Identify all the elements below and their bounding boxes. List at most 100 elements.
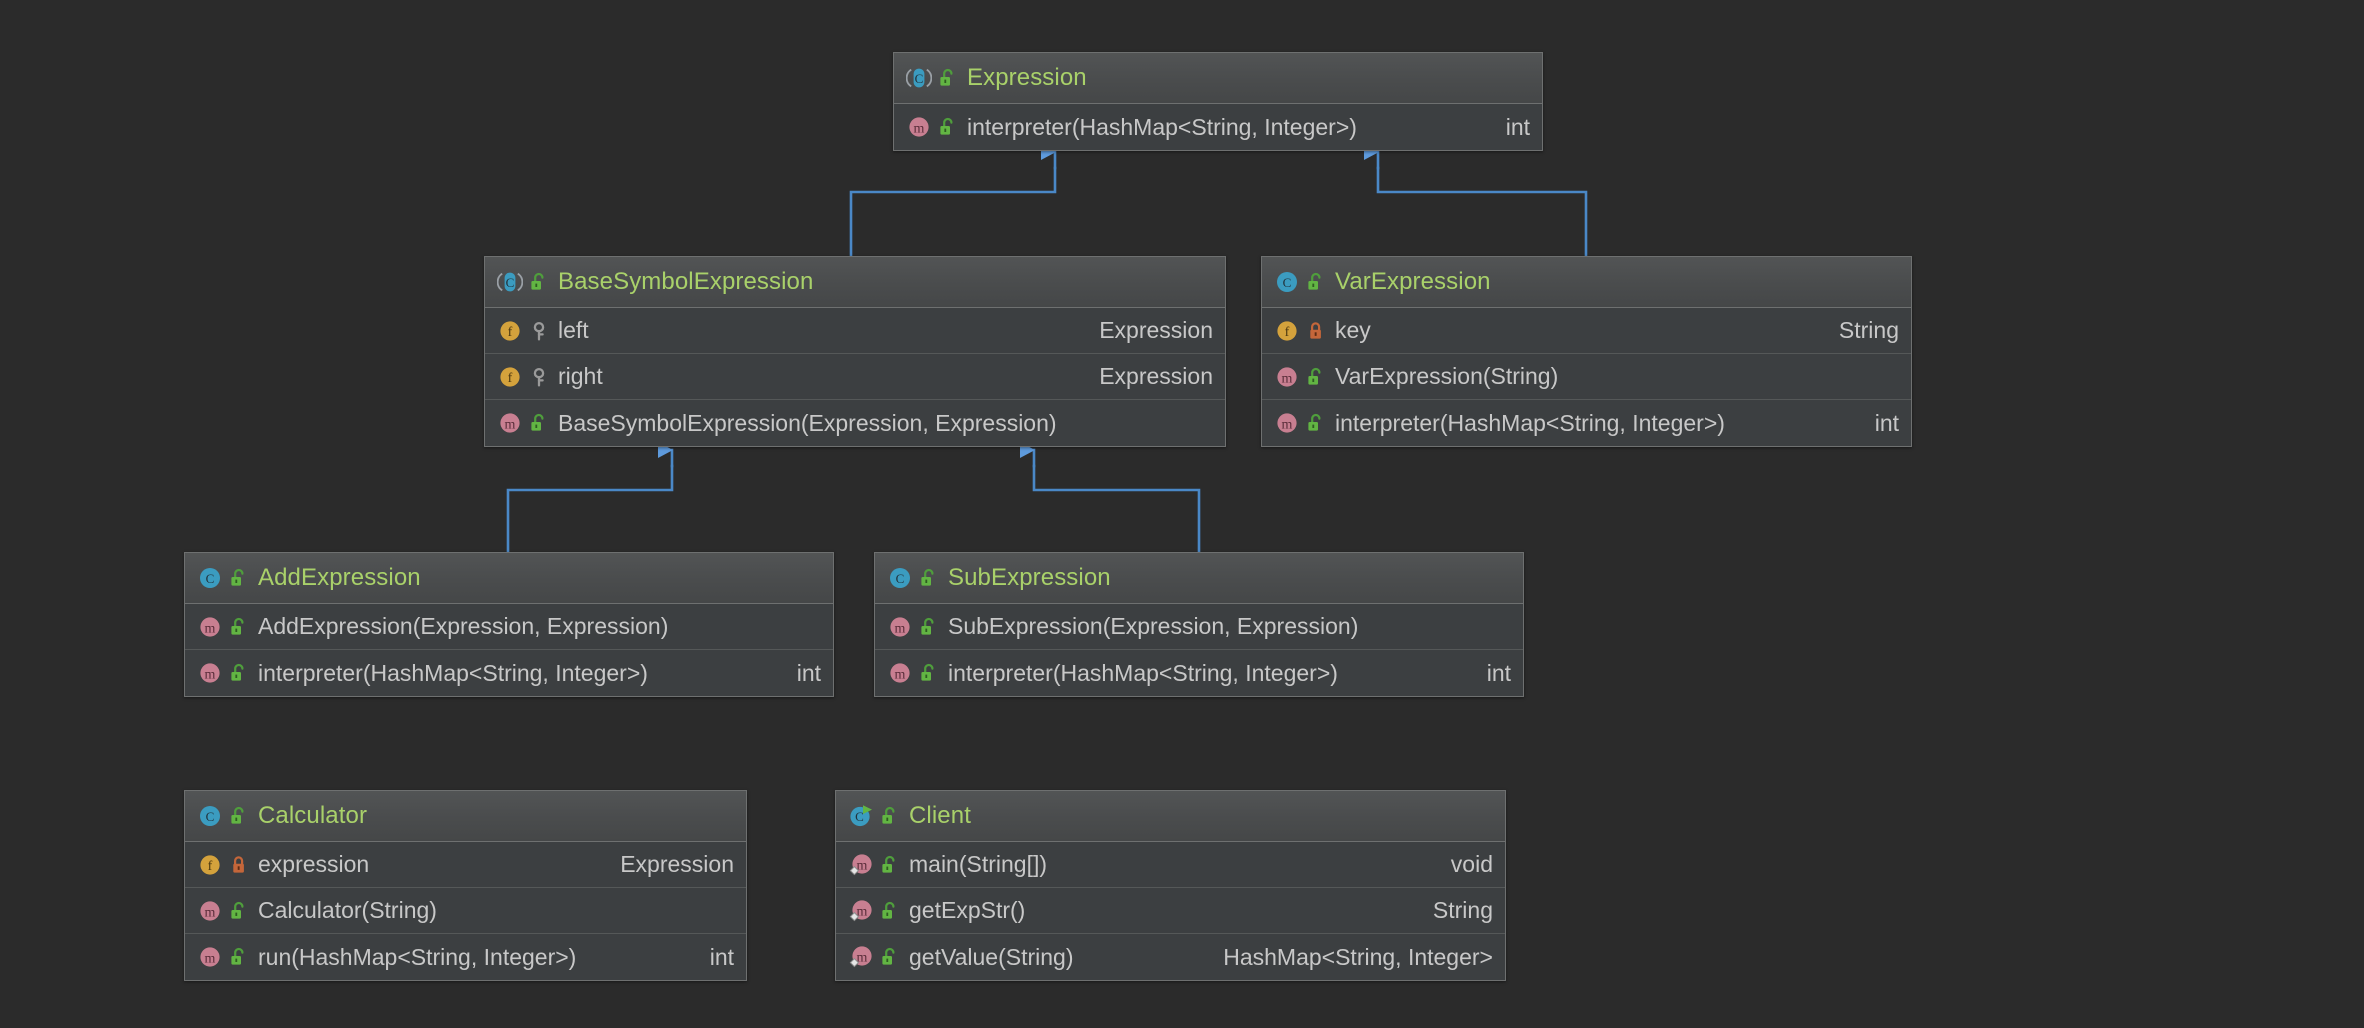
class-name-label: AddExpression [258, 564, 421, 591]
private-locked-icon [229, 854, 249, 876]
member-row[interactable]: m interpreter(HashMap<String, Integer>)i… [894, 104, 1542, 150]
member-row[interactable]: m getExpStr()String [836, 888, 1505, 934]
class-node-expression[interactable]: C Expression m interpreter(HashMap<Strin… [893, 52, 1543, 151]
abstract-class-icon: C [906, 65, 932, 91]
member-name-label: Calculator(String) [258, 897, 437, 923]
method-icon: m [197, 898, 223, 924]
protected-key-icon [529, 320, 549, 342]
public-unlocked-icon [919, 567, 939, 589]
member-type-label: void [1450, 851, 1493, 877]
member-row[interactable]: m interpreter(HashMap<String, Integer>)i… [875, 650, 1523, 696]
svg-text:C: C [206, 809, 215, 824]
method-icon: m [1274, 410, 1300, 436]
public-unlocked-icon [229, 900, 249, 922]
public-unlocked-icon [880, 805, 900, 827]
method-icon: m [197, 944, 223, 970]
public-unlocked-icon [229, 805, 249, 827]
public-unlocked-icon [529, 271, 549, 293]
edge-subexpression-to-basesymbolexpression [1032, 464, 1201, 554]
member-row[interactable]: m AddExpression(Expression, Expression) [185, 604, 833, 650]
member-name-label: interpreter(HashMap<String, Integer>) [948, 659, 1338, 686]
method-icon: m [887, 660, 913, 686]
class-name-label: Calculator [258, 802, 368, 829]
svg-text:m: m [1282, 417, 1293, 432]
member-row[interactable]: m VarExpression(String) [1262, 354, 1911, 400]
svg-text:m: m [914, 121, 925, 136]
field-icon: f [497, 364, 523, 390]
member-row[interactable]: m interpreter(HashMap<String, Integer>)i… [1262, 400, 1911, 446]
protected-key-icon [529, 366, 549, 388]
member-type-label: Expression [1099, 317, 1213, 343]
field-icon: f [1274, 318, 1300, 344]
svg-text:f: f [1285, 325, 1290, 340]
class-header-sub-expression[interactable]: C SubExpression [875, 553, 1523, 604]
class-icon: C [887, 565, 913, 591]
member-name-label: left [558, 317, 589, 343]
member-row[interactable]: m Calculator(String) [185, 888, 746, 934]
member-name-label: VarExpression(String) [1335, 363, 1559, 389]
class-node-sub-expression[interactable]: C SubExpression m SubExpression(Expressi… [874, 552, 1524, 697]
class-header-calculator[interactable]: C Calculator [185, 791, 746, 842]
class-header-expression[interactable]: C Expression [894, 53, 1542, 104]
member-type-label: Expression [1099, 363, 1213, 389]
member-name-label: right [558, 363, 603, 389]
class-header-var-expression[interactable]: C VarExpression [1262, 257, 1911, 308]
member-name-label: getExpStr() [909, 897, 1026, 923]
member-row[interactable]: m BaseSymbolExpression(Expression, Expre… [485, 400, 1225, 446]
svg-text:C: C [915, 71, 924, 86]
public-unlocked-icon [880, 946, 900, 968]
member-type-label: int [1874, 409, 1899, 436]
method-icon: m [497, 410, 523, 436]
member-row[interactable]: m getValue(String)HashMap<String, Intege… [836, 934, 1505, 980]
svg-text:m: m [895, 621, 906, 636]
public-unlocked-icon [919, 616, 939, 638]
member-type-label: int [709, 943, 734, 970]
svg-text:m: m [857, 950, 868, 965]
member-row[interactable]: m interpreter(HashMap<String, Integer>)i… [185, 650, 833, 696]
method-icon: m [197, 660, 223, 686]
method-icon: m [906, 114, 932, 140]
field-icon: f [497, 318, 523, 344]
class-icon: C [1274, 269, 1300, 295]
svg-text:C: C [206, 571, 215, 586]
edge-varexpression-to-expression [1376, 166, 1588, 258]
member-name-label: key [1335, 317, 1371, 343]
method-icon: m [197, 614, 223, 640]
member-type-label: int [796, 659, 821, 686]
class-name-label: VarExpression [1335, 268, 1491, 295]
svg-text:m: m [205, 621, 216, 636]
member-row[interactable]: m main(String[])void [836, 842, 1505, 888]
svg-text:m: m [857, 904, 868, 919]
member-row[interactable]: f right Expression [485, 354, 1225, 400]
class-name-label: SubExpression [948, 564, 1111, 591]
private-locked-icon [1306, 320, 1326, 342]
svg-text:C: C [855, 809, 864, 824]
public-unlocked-icon [229, 662, 249, 684]
member-type-label: int [1505, 113, 1530, 140]
runnable-class-icon: C [848, 803, 874, 829]
class-header-client[interactable]: C Client [836, 791, 1505, 842]
member-row[interactable]: m SubExpression(Expression, Expression) [875, 604, 1523, 650]
class-header-base-symbol-expression[interactable]: C BaseSymbolExpression [485, 257, 1225, 308]
member-name-label: expression [258, 851, 370, 877]
member-row[interactable]: m run(HashMap<String, Integer>)int [185, 934, 746, 980]
member-row[interactable]: f left Expression [485, 308, 1225, 354]
class-node-client[interactable]: C Client m main(String[])void m [835, 790, 1506, 981]
member-type-label: HashMap<String, Integer> [1223, 943, 1493, 970]
public-unlocked-icon [229, 616, 249, 638]
static-method-icon: m [848, 944, 874, 970]
svg-text:C: C [506, 275, 515, 290]
member-name-label: AddExpression(Expression, Expression) [258, 613, 669, 639]
class-name-label: Client [909, 802, 971, 829]
class-node-add-expression[interactable]: C AddExpression m AddExpression(Expressi… [184, 552, 834, 697]
field-icon: f [197, 852, 223, 878]
svg-text:C: C [896, 571, 905, 586]
class-header-add-expression[interactable]: C AddExpression [185, 553, 833, 604]
edge-basesymbolexpression-to-expression [849, 166, 1057, 258]
